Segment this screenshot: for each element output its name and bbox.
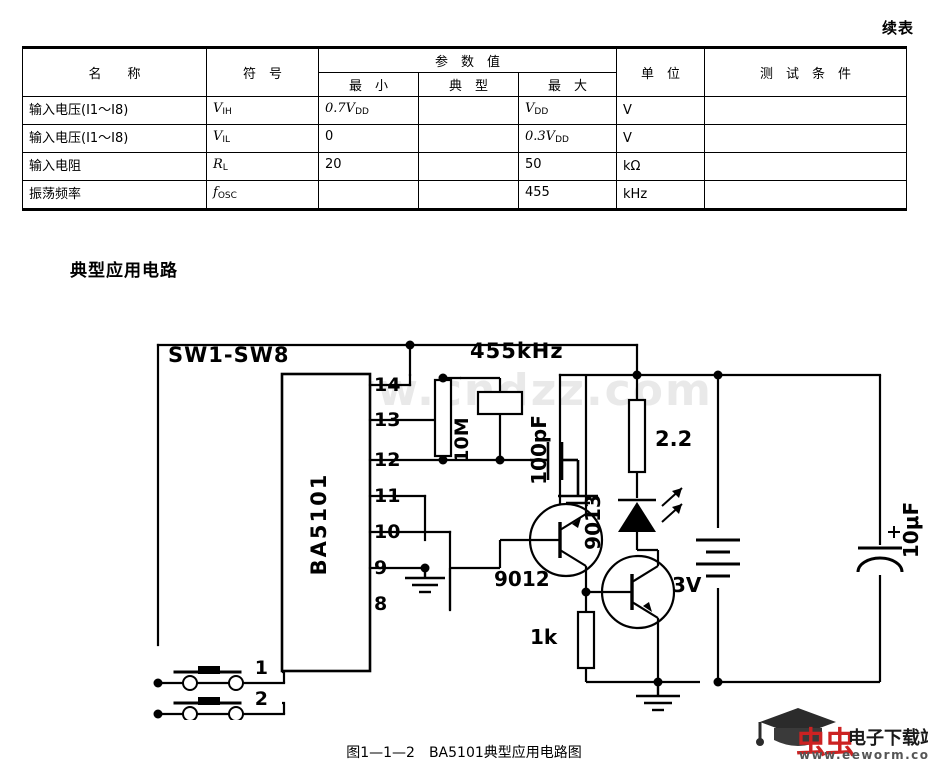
row-test-condition [704,180,908,211]
ic-pin-right-11: 11 [374,485,400,507]
row-max: 0.3VDD [517,124,618,153]
symbol-base: V [213,101,223,116]
table-header-row-1: 名 称 符 号 参 数 值 单 位 测 试 条 件 [22,46,908,97]
row-name: 振荡频率 [22,180,207,211]
header-test-condition: 测 试 条 件 [704,46,908,97]
min-value: 0.7V [325,101,356,116]
row-max: VDD [517,96,618,125]
logo-bug-characters: 虫虫 [796,726,855,761]
row-typ [418,180,519,211]
row-unit: kΩ [616,152,706,181]
row-symbol: VIL [206,124,319,153]
logo-url: www.eeworm.com [799,748,928,762]
symbol-subscript: IH [222,107,232,117]
row-typ [418,124,519,153]
ic-pin-left-3: 3 [255,719,268,720]
continued-table-label: 续表 [881,19,914,37]
circuit-diagram: SW1-SW8 BA5101 1 2 3 4 5 6 7 14 13 12 11… [0,300,928,720]
feedback-resistor-label: 10M [451,417,473,462]
section-heading: 典型应用电路 [70,261,178,281]
row-typ [418,152,519,181]
row-symbol: RL [206,152,319,181]
row-symbol: fOSC [206,180,319,211]
row-unit: V [616,96,706,125]
figure-caption-text: BA5101典型应用电路图 [428,745,582,761]
ic-pin-right-13: 13 [374,409,400,431]
max-value: 0.3V [525,129,556,144]
switch-group-label: SW1-SW8 [168,343,290,367]
ic-pin-right-12: 12 [374,449,400,471]
min-value: 20 [325,157,342,172]
row-unit: kHz [616,180,706,211]
header-max: 最 大 [517,72,618,97]
table-row: 输入电压(I1～I8) VIH 0.7VDD VDD V [22,96,908,125]
site-logo[interactable]: 虫虫 电子下载站 www.eeworm.com [752,706,928,768]
row-name: 输入电阻 [22,152,207,181]
row-min: 20 [318,152,419,181]
row-min: 0 [318,124,419,153]
ic-pin-right-9: 9 [374,557,387,579]
max-value: V [525,101,535,116]
base-resistor-label: 1k [530,625,558,649]
figure-number: 图1—1—2 [346,745,415,761]
oscillator-capacitor-label: 100pF [527,415,551,485]
symbol-base: R [213,157,223,172]
row-test-condition [704,124,908,153]
ic-pin-left-2: 2 [255,688,268,710]
max-subscript: DD [555,135,569,145]
header-symbol: 符 号 [206,46,319,97]
ic-pin-right-8: 8 [374,593,387,615]
header-name: 名 称 [22,46,207,97]
ic-label: BA5101 [307,473,331,576]
crystal-label: 455kHz [470,339,564,363]
table-row: 输入电压(I1～I8) VIL 0 0.3VDD V [22,124,908,153]
pnp-transistor-label: 9012 [494,567,550,591]
table-row: 振荡频率 fOSC 455 kHz [22,180,908,211]
row-name: 输入电压(I1～I8) [22,96,207,125]
max-value: 455 [525,185,550,200]
symbol-subscript: OSC [217,191,237,201]
row-test-condition [704,96,908,125]
row-max: 50 [517,152,618,181]
npn-transistor-label: 9013 [581,494,605,550]
row-test-condition [704,152,908,181]
table-header-row-2: 最 小 典 型 最 大 [23,72,907,97]
table-row: 输入电阻 RL 20 50 kΩ [22,152,908,181]
ic-pin-right-14: 14 [374,374,400,396]
battery-label: 3V [672,573,702,597]
max-value: 50 [525,157,542,172]
header-typ: 典 型 [418,72,519,97]
row-min [318,180,419,211]
min-subscript: DD [355,107,369,117]
symbol-base: V [213,129,223,144]
row-max: 455 [517,180,618,211]
row-typ [418,96,519,125]
row-min: 0.7VDD [318,96,419,125]
header-parameter-value: 参 数 值 [317,46,618,73]
logo-site-name: 电子下载站 [848,728,928,749]
min-value: 0 [325,129,334,144]
header-min: 最 小 [318,72,419,97]
symbol-subscript: IL [222,135,231,145]
parameter-table-container: 名 称 符 号 参 数 值 单 位 测 试 条 件 最 小 典 型 最 大 输入… [22,46,908,211]
symbol-subscript: L [222,163,228,173]
graduation-cap-icon [756,708,836,746]
figure-caption: 图1—1—2 BA5101典型应用电路图 [0,742,928,762]
led-resistor-label: 2.2 [655,427,692,451]
ic-pin-right-10: 10 [374,521,400,543]
parameter-table: 名 称 符 号 参 数 值 单 位 测 试 条 件 最 小 典 型 最 大 输入… [22,46,908,211]
max-subscript: DD [534,107,549,117]
header-unit: 单 位 [616,46,706,97]
ic-pin-left-1: 1 [255,657,268,679]
row-symbol: VIH [206,96,319,125]
filter-capacitor-label: 10μF [899,502,923,558]
row-name: 输入电压(I1～I8) [22,124,207,153]
symbol-base: f [213,185,218,200]
row-unit: V [616,124,706,153]
